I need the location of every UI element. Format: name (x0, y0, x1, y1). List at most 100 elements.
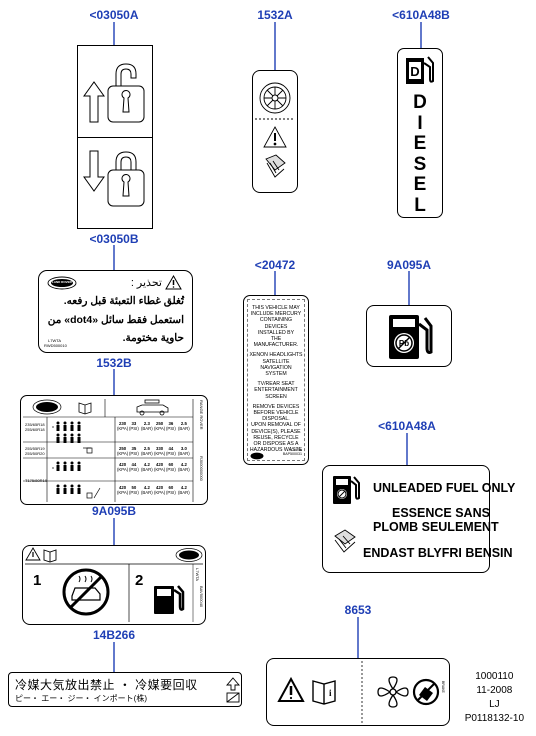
diesel-pump-icon: D (406, 56, 434, 84)
diesel-letter: L (414, 194, 426, 216)
tyre-pressure-value: 33 (131, 421, 137, 426)
arabic-line-2: استعمل فقط سائل «dot4» من (47, 314, 184, 326)
ac-side-code-2: BAV500040 (199, 586, 204, 608)
fan-label-artwork: i (277, 661, 440, 723)
tyre-pressure-unit: (BAR) (141, 490, 153, 495)
mercury-line: DEVICE(S), PLEASE (251, 428, 301, 435)
mercury-line: BEFORE VEHICLE (253, 410, 299, 417)
mercury-line: THIS VEHICLE MAY (252, 305, 300, 311)
drawing-stamp: 1000110 11-2008 LJ P0118132-10 (465, 670, 524, 726)
manual-book-icon (43, 549, 57, 563)
tyre-pressure-value: 4.2 (180, 462, 187, 467)
diesel-label: D D I E S E L (397, 48, 443, 218)
mercury-label-dashed-frame (247, 299, 305, 461)
tyre-pressure-cell: 36(PSI) (166, 421, 176, 431)
tyre-pressure-unit: (BAR) (141, 467, 153, 472)
no-leaded-fuel-label: Pb (366, 305, 452, 367)
tyre-pressure-unit: (KPA) (117, 467, 129, 472)
tyre-pressure-unit: (PSI) (166, 451, 176, 456)
car-with-roof-load-icon (136, 399, 169, 416)
ref-610A48B: <610A48B (392, 8, 450, 22)
mercury-line: SATELLITE NAVIGATION (260, 358, 292, 371)
diesel-letter: S (413, 153, 427, 175)
tyre-pressure-value: 35 (131, 446, 137, 451)
unleaded-fuel-label: UNLEADED FUEL ONLY ESSENCE SANS PLOMB SE… (322, 465, 515, 573)
tyre-pressure-value: 60 (168, 485, 174, 490)
warning-triangle-icon (263, 126, 287, 148)
tyre-pressure-cell: 4.2(BAR) (178, 485, 190, 495)
svg-text:Pb: Pb (399, 339, 409, 348)
tyre-pressure-cell: 44(PSI) (166, 446, 176, 456)
mercury-line: SYSTEM (265, 371, 287, 378)
land-rover-badge (175, 548, 203, 562)
tyre-pressure-value: 420 (155, 462, 164, 467)
svg-text:i: i (329, 688, 332, 698)
fan-warning-label: i BRAKE (266, 658, 450, 726)
tyre-pressure-value: 2.3 (143, 421, 150, 426)
mercury-line: DISPOSAL. (262, 416, 290, 423)
fan-side-code: BRAKE (441, 681, 445, 693)
tyre-pressure-unit: (KPA) (117, 451, 129, 456)
tyre-pressure-value: 4.2 (143, 485, 150, 490)
tyre-pressure-unit: (PSI) (129, 467, 139, 472)
ref-03050A: <03050A (89, 8, 139, 22)
fuel-pump-no-lead-icon: Pb (389, 315, 433, 359)
manual-book-icon: i (312, 680, 336, 705)
tyre-pressure-cell: 250(KPA) (154, 421, 165, 431)
fuel-line-4: ENDAST BLYFRI BENSIN (363, 546, 513, 560)
lock-label-artwork (83, 63, 145, 207)
passenger-icons (56, 421, 81, 494)
mercury-code-1: L7WTA (290, 448, 302, 452)
mercury-line: XENON HEADLIGHTS (249, 352, 303, 359)
japanese-refrigerant-label: 冷媒大気放出禁止 ・ 冷媒要回収 ピー・ エー・ ジー・ インポート(株) (8, 672, 242, 707)
tyre-pressure-cell: 420(KPA) (117, 462, 128, 472)
tyre-pressure-unit: (KPA) (154, 490, 166, 495)
diesel-letter: E (413, 174, 427, 195)
step-number-1: 1 (33, 572, 42, 589)
tyre-pressure-value: 330 (155, 446, 164, 451)
wheel-warning-label (252, 70, 298, 193)
tyre-pressure-cell: 60(PSI) (166, 485, 176, 495)
tyre-pressure-unit: (PSI) (129, 490, 139, 495)
tyre-pressure-value: 44 (131, 462, 137, 467)
mercury-disposal-label: THIS VEHICLE MAY INCLUDE MERCURY CONTAIN… (243, 295, 309, 465)
jp-line-1: 冷媒大気放出禁止 ・ 冷媒要回収 (15, 678, 198, 692)
fuel-line-1: UNLEADED FUEL ONLY (373, 481, 516, 495)
tyre-pressure-cell: 35(PSI) (129, 446, 139, 456)
tyre-pressure-value: 44 (168, 446, 174, 451)
tyre-pressure-unit: (KPA) (154, 467, 166, 472)
warning-triangle-icon (25, 547, 41, 561)
wheel-label-artwork (255, 82, 295, 178)
ref-20472: <20472 (254, 258, 296, 272)
warning-triangle-icon (277, 676, 305, 702)
tyre-pressure-cell: 230(KPA) (117, 421, 128, 431)
tyre-pressure-cell: 60(PSI) (166, 462, 176, 472)
fan-icon (377, 676, 409, 708)
tyre-pressure-unit: (PSI) (129, 426, 139, 431)
no-car-heat-icon (62, 568, 110, 616)
step-number-2: 2 (135, 572, 144, 589)
ref-9A095A: 9A095A (386, 258, 432, 272)
tyre-pressure-unit: (BAR) (141, 426, 153, 431)
wheel-icon (259, 82, 291, 114)
arabic-line-1: تُغلق غطاء التعبئة قبل رفعه. (63, 295, 184, 307)
fuel-line-2: ESSENCE SANS (392, 506, 490, 520)
tyre-pressure-value: 4.2 (180, 485, 187, 490)
tyre-pressure-cell: 2.5(BAR) (178, 421, 190, 431)
tyre-pressure-unit: (KPA) (154, 451, 166, 456)
tyre-pressure-unit: (BAR) (178, 490, 190, 495)
arabic-line-3: حاوية مختومة. (122, 332, 184, 344)
diesel-letter: I (417, 112, 423, 134)
stamp-line-2: 11-2008 (476, 685, 513, 696)
tyre-pressure-unit: (BAR) (178, 426, 190, 431)
tyre-pressure-cell: 420(KPA) (117, 485, 128, 495)
caution-text: تحذير : (130, 277, 162, 289)
mercury-code-2: BAP500031 (282, 452, 302, 457)
ref-9A095B: 9A095B (91, 504, 137, 518)
closed-padlock-icon (107, 151, 145, 207)
tyre-pressure-value: 420 (118, 485, 127, 490)
tyre-label-grid (23, 399, 194, 502)
mercury-line: CONTAINING DEVICES (259, 317, 293, 330)
tyre-pressure-cell: 50(PSI) (129, 485, 139, 495)
